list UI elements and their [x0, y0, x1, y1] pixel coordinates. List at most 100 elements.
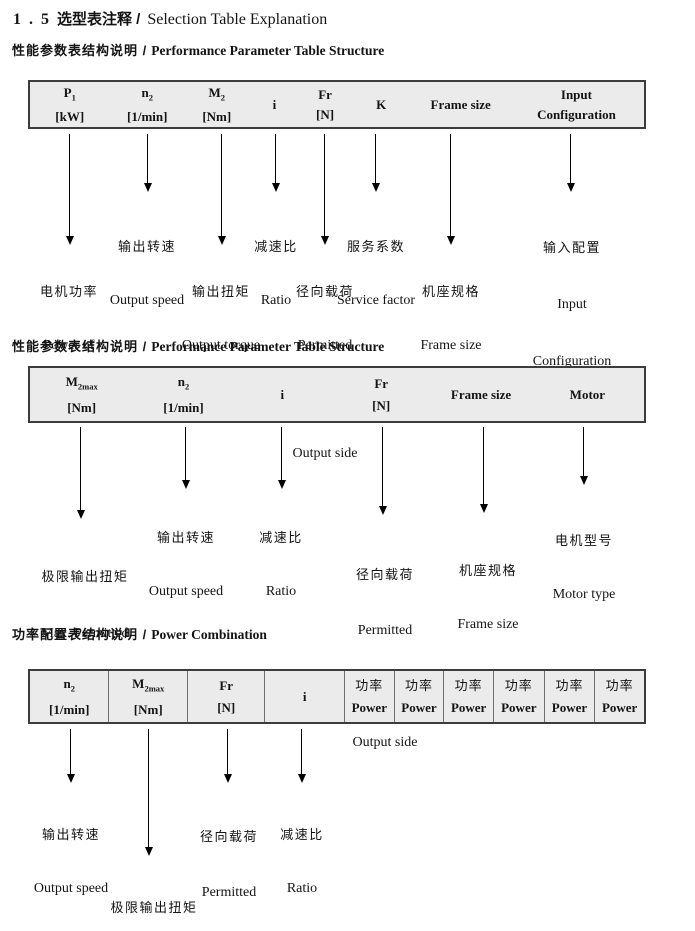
- arrow-s3-i: [297, 729, 306, 783]
- table3-column-n2: n2 [1/min]: [30, 671, 108, 722]
- table1-column-p1: P1 [kW]: [30, 82, 109, 127]
- label-s3-n2: 输出转速 Output speed: [33, 827, 109, 896]
- table3-header-fr: Fr: [219, 678, 234, 693]
- arrow-s2-frame: [479, 427, 488, 513]
- arrow-s1-input: [566, 134, 575, 192]
- arrow-s1-i: [271, 134, 280, 192]
- arrow-s1-p1: [65, 134, 74, 245]
- section3-table: n2 [1/min] M2max [Nm] Fr [N] i 功率 Power …: [28, 669, 646, 724]
- table1-column-n2: n2 [1/min]: [109, 82, 185, 127]
- section2-heading: 性能参数表结构说明 / Performance Parameter Table …: [12, 336, 384, 356]
- label-s2-motor: 电机型号 Motor type: [552, 533, 616, 602]
- table2-header-m2max: M2max: [65, 373, 98, 392]
- table1-column-m2: M2 [Nm]: [185, 82, 249, 127]
- title-zh: 选型表注释 /: [57, 11, 141, 28]
- table2-header-fr: Fr: [374, 375, 389, 391]
- table3-column-power-2: 功率 Power: [393, 671, 444, 722]
- section3-heading-en: Power Combination: [151, 627, 267, 642]
- arrow-s1-frame: [446, 134, 455, 245]
- label-s1-frame: 机座规格 Frame size: [420, 284, 482, 353]
- section3-heading: 功率配置表结构说明 / Power Combination: [12, 624, 267, 644]
- label-s3-fr: 径向载荷 Permitted Overhung load Output side: [199, 829, 258, 900]
- table3-column-power-5: 功率 Power: [543, 671, 595, 722]
- table1-column-k: K: [350, 82, 413, 127]
- table2-column-fr: Fr [N]: [331, 368, 431, 421]
- table1-header-i: i: [272, 97, 277, 112]
- table3-column-power-4: 功率 Power: [492, 671, 544, 722]
- arrow-s2-m2max: [76, 427, 85, 519]
- table1-column-input: Input Configuration: [509, 82, 644, 127]
- arrow-s1-m2: [217, 134, 226, 245]
- label-s1-n2: 输出转速 Output speed: [109, 239, 185, 308]
- section1-heading-en: Performance Parameter Table Structure: [151, 43, 385, 58]
- label-s1-input: 输入配置 Input Configuration: [532, 240, 612, 369]
- label-s2-frame: 机座规格 Frame size: [457, 563, 519, 632]
- table2-column-m2max: M2max [Nm]: [30, 368, 133, 421]
- table3-column-i: i: [264, 671, 343, 722]
- label-s2-i: 减速比 Ratio: [259, 530, 303, 599]
- table1-header-k: K: [376, 97, 387, 112]
- label-s2-n2: 输出转速 Output speed: [148, 530, 224, 599]
- label-s1-i: 减速比 Ratio: [254, 239, 298, 308]
- label-s1-k: 服务系数 Service factor: [336, 239, 416, 308]
- label-s3-m2max: 极限输出扭矩 Max. Permitted Output torque: [110, 900, 198, 915]
- arrow-s3-fr: [223, 729, 232, 783]
- table1-unit-n2: [1/min]: [127, 108, 168, 124]
- section2-heading-en: Performance Parameter Table Structure: [151, 339, 385, 354]
- table1-header-n2: n2: [141, 85, 153, 103]
- page-title: 1 . 5 选型表注释 / Selection Table Explanatio…: [13, 8, 327, 29]
- table2-unit-n2: [1/min]: [163, 400, 204, 416]
- table1-unit-p1: [kW]: [55, 108, 85, 124]
- section1-heading: 性能参数表结构说明 / Performance Parameter Table …: [12, 40, 384, 60]
- table3-column-power-3: 功率 Power: [443, 671, 493, 722]
- table3-unit-fr: [N]: [217, 700, 236, 715]
- arrow-s2-n2: [181, 427, 190, 489]
- table1-header-frame: Frame size: [430, 97, 491, 112]
- arrow-s1-k: [371, 134, 380, 192]
- label-s3-i: 减速比 Ratio: [280, 827, 324, 896]
- table2-unit-fr: [N]: [372, 398, 391, 414]
- section2-heading-zh: 性能参数表结构说明 /: [12, 339, 148, 354]
- table1-header-p1: P1: [63, 85, 76, 103]
- table2-header-n2: n2: [177, 373, 190, 392]
- table3-unit-n2: [1/min]: [49, 701, 90, 717]
- table3-header-i: i: [302, 689, 307, 704]
- arrow-s2-fr: [378, 427, 387, 515]
- arrow-s1-n2: [143, 134, 152, 192]
- table2-header-i: i: [280, 387, 285, 402]
- table2-column-i: i: [234, 368, 331, 421]
- table1-column-fr: Fr [N]: [300, 82, 350, 127]
- table1-unit-m2: [Nm]: [202, 108, 232, 124]
- label-s1-m2: 输出扭矩 Output torque: [181, 284, 261, 353]
- table1-header-input-line1: Input: [560, 87, 592, 102]
- table2-column-n2: n2 [1/min]: [133, 368, 233, 421]
- table2-header-frame: Frame size: [450, 387, 512, 402]
- section1-table: P1 [kW] n2 [1/min] M2 [Nm] i Fr [N] K Fr…: [28, 80, 646, 129]
- table1-column-frame: Frame size: [413, 82, 509, 127]
- arrow-s1-fr: [320, 134, 329, 245]
- table3-column-power-6: 功率 Power: [594, 671, 644, 722]
- title-en: Selection Table Explanation: [147, 11, 328, 28]
- table3-column-m2max: M2max [Nm]: [108, 671, 186, 722]
- title-number: 1 . 5: [13, 11, 51, 28]
- table1-column-i: i: [249, 82, 301, 127]
- table2-column-frame: Frame size: [431, 368, 530, 421]
- arrow-s2-motor: [579, 427, 588, 485]
- arrow-s3-n2: [66, 729, 75, 783]
- arrow-s3-m2max: [144, 729, 153, 856]
- table1-header-fr: Fr: [318, 87, 332, 102]
- table3-header-m2max: M2max: [132, 676, 165, 694]
- table1-unit-fr: [N]: [316, 107, 335, 122]
- table2-unit-m2max: [Nm]: [67, 400, 97, 416]
- table3-header-n2: n2: [63, 676, 75, 694]
- section2-table: M2max [Nm] n2 [1/min] i Fr [N] Frame siz…: [28, 366, 646, 423]
- table1-header-input-line2: Configuration: [537, 107, 616, 122]
- table1-header-m2: M2: [208, 85, 226, 103]
- label-s2-fr: 径向载荷 Permitted Overhung load Output side: [343, 567, 427, 750]
- table2-column-motor: Motor: [531, 368, 644, 421]
- section1-heading-zh: 性能参数表结构说明 /: [12, 43, 148, 58]
- table3-unit-m2max: [Nm]: [133, 701, 163, 717]
- table2-header-motor: Motor: [569, 387, 606, 402]
- table3-column-power-1: 功率 Power: [343, 671, 394, 722]
